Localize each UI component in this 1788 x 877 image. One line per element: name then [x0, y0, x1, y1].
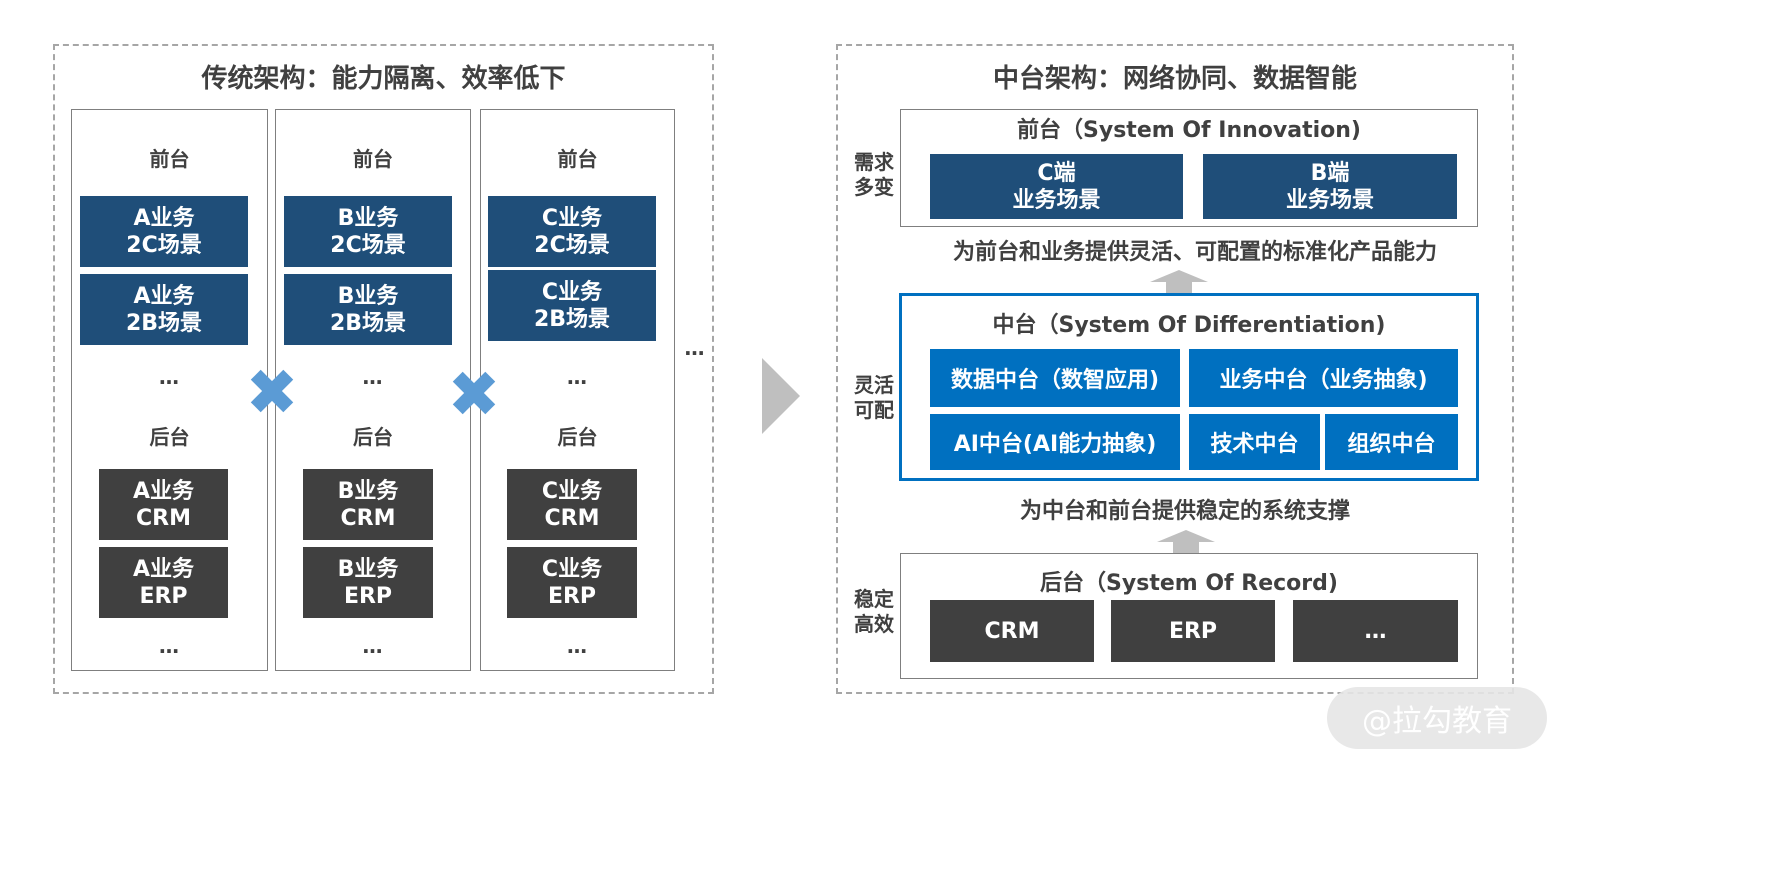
ellipsis-c-bottom: …: [567, 634, 588, 658]
caption-bottom: 为中台和前台提供稳定的系统支撑: [1019, 499, 1350, 524]
front-label-a: 前台: [149, 147, 190, 171]
middle-platform-architecture-panel: [836, 44, 1514, 694]
org-platform-block: 组织中台: [1325, 414, 1458, 470]
front-layer-heading: 前台（System Of Innovation): [1017, 118, 1361, 143]
traditional-architecture-panel: [53, 44, 714, 694]
b-end-scenario-block: B端业务场景: [1203, 154, 1457, 219]
isolation-cross-icon: [250, 369, 294, 413]
up-arrow-icon: [1150, 270, 1208, 294]
back-label-a: 后台: [149, 425, 190, 449]
front-label-c: 前台: [557, 147, 598, 171]
more-columns-ellipsis: …: [684, 336, 706, 360]
caption-top: 为前台和业务提供灵活、可配置的标准化产品能力: [952, 240, 1437, 265]
more-systems-block: …: [1293, 600, 1458, 662]
back-side-label: 稳定高效: [854, 587, 894, 636]
ai-platform-block: AI中台(AI能力抽象): [930, 414, 1180, 470]
front-side-label: 需求多变: [854, 150, 894, 199]
front-label-b: 前台: [353, 147, 393, 171]
middle-side-label: 灵活可配: [854, 373, 894, 422]
business-platform-block: 业务中台（业务抽象): [1189, 349, 1458, 407]
tech-platform-block: 技术中台: [1189, 414, 1320, 470]
middle-platform-architecture-title: 中台架构：网络协同、数据智能: [992, 64, 1357, 94]
ellipsis-c-mid: …: [567, 365, 588, 389]
ellipsis-a-bottom: …: [159, 634, 180, 658]
back-layer-heading: 后台（System Of Record): [1040, 571, 1338, 596]
ellipsis-a-mid: …: [159, 365, 180, 389]
back-label-c: 后台: [557, 425, 598, 449]
transition-arrow-icon: [762, 358, 800, 434]
back-label-b: 后台: [353, 425, 393, 449]
ellipsis-b-bottom: …: [362, 634, 384, 658]
ellipsis-b-mid: …: [362, 365, 384, 389]
up-arrow-icon: [1157, 530, 1215, 554]
traditional-architecture-title: 传统架构：能力隔离、效率低下: [201, 64, 566, 94]
watermark: @拉勾教育: [1327, 687, 1547, 749]
isolation-cross-icon: [452, 371, 496, 415]
data-platform-block: 数据中台（数智应用): [930, 349, 1180, 407]
middle-layer-heading: 中台（System Of Differentiation): [992, 313, 1386, 338]
crm-block: CRM: [930, 600, 1094, 662]
erp-block: ERP: [1111, 600, 1275, 662]
c-end-scenario-block: C端业务场景: [930, 154, 1183, 219]
